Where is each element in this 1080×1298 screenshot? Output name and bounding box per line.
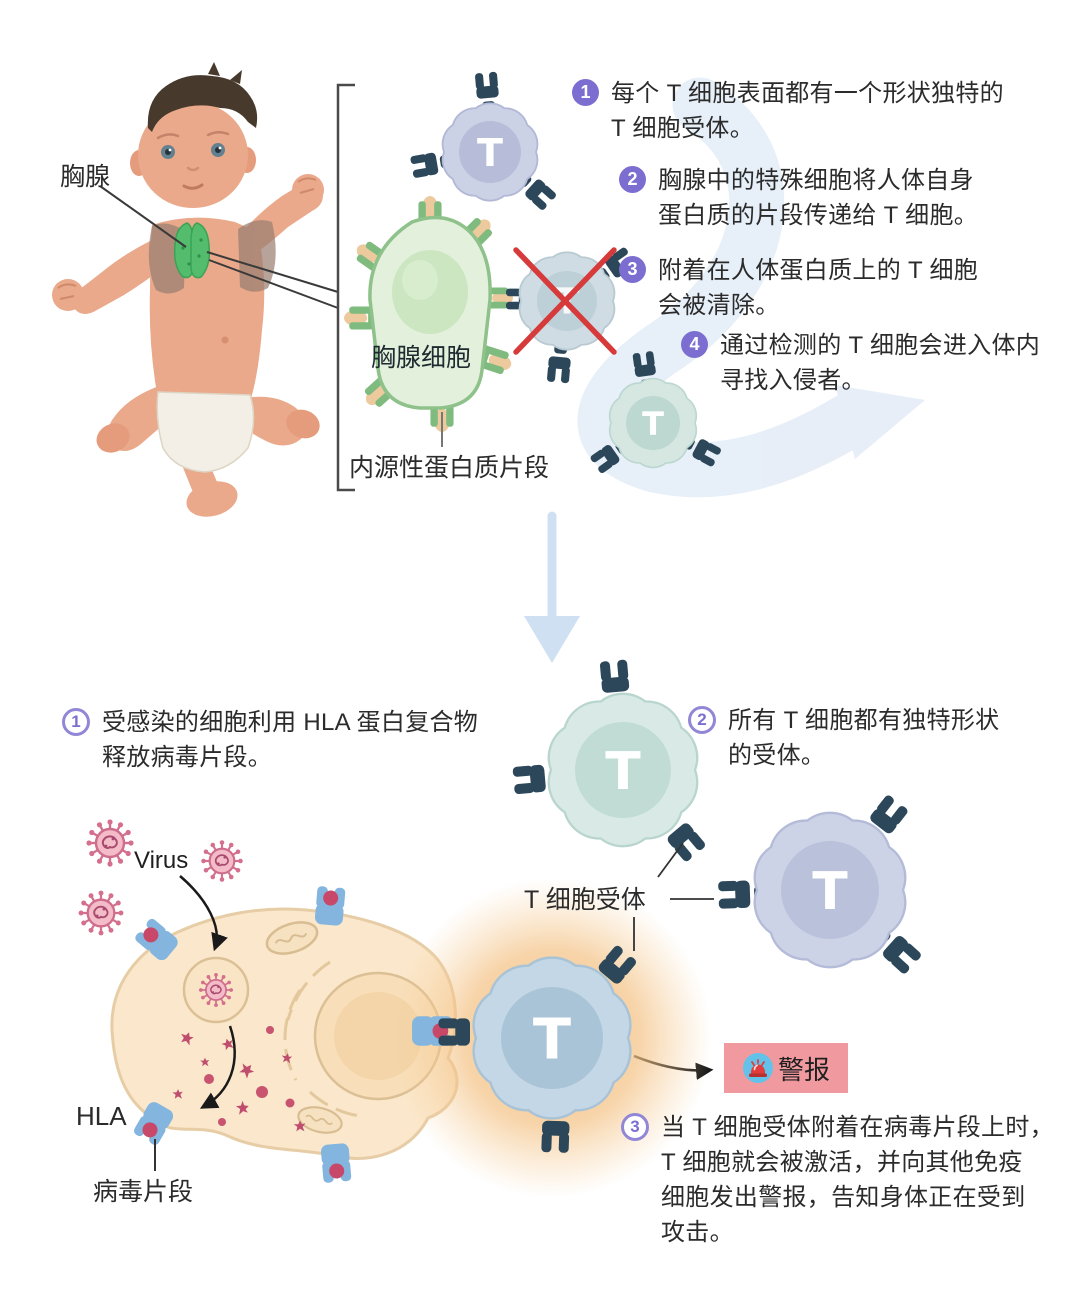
step-bottom-2: 2 所有 T 细胞都有独特形状 的受体。 bbox=[688, 703, 1068, 773]
step-number-badge: 2 bbox=[619, 166, 646, 193]
endogenous-fragment-label: 内源性蛋白质片段 bbox=[349, 454, 550, 482]
step-number-badge: 3 bbox=[621, 1113, 649, 1141]
virus-fragment-label: 病毒片段 bbox=[93, 1178, 194, 1206]
step-number-badge: 1 bbox=[62, 708, 90, 736]
svg-text:T: T bbox=[477, 131, 503, 175]
t-cell-passed: T bbox=[589, 350, 723, 475]
alarm-badge: 警报 bbox=[724, 1043, 848, 1093]
step-number-badge: 3 bbox=[619, 256, 646, 283]
step-number-badge: 4 bbox=[681, 331, 708, 358]
step-top-1: 1 每个 T 细胞表面都有一个形状独特的 T 细胞受体。 bbox=[572, 76, 1052, 146]
step-top-4: 4 通过检测的 T 细胞会进入体内 寻找入侵者。 bbox=[681, 328, 1071, 398]
selection-flow-arrow bbox=[577, 77, 925, 498]
step-text: 受感染的细胞利用 HLA 蛋白复合物 释放病毒片段。 bbox=[102, 709, 479, 771]
step-text: 所有 T 细胞都有独特形状 的受体。 bbox=[728, 707, 1000, 769]
alarm-label: 警报 bbox=[777, 1054, 830, 1085]
step-number-badge: 1 bbox=[572, 79, 599, 106]
t-cell-receptor-label: T 细胞受体 bbox=[524, 886, 646, 914]
t-cell-naive: T bbox=[409, 71, 558, 212]
thymus-cell bbox=[344, 196, 515, 432]
mitochondrion bbox=[297, 1106, 343, 1134]
step-bottom-1: 1 受感染的细胞利用 HLA 蛋白复合物 释放病毒片段。 bbox=[62, 705, 542, 775]
baby-illustration bbox=[52, 62, 324, 517]
endoplasmic-reticulum bbox=[283, 960, 361, 1118]
step-bottom-3: 3 当 T 细胞受体附着在病毒片段上时， T 细胞就会被激活，并向其他免疫 细胞… bbox=[621, 1110, 1071, 1250]
step-text: 每个 T 细胞表面都有一个形状独特的 T 细胞受体。 bbox=[611, 80, 1004, 142]
virus-vesicle bbox=[182, 956, 250, 1024]
t-cell-activated: T bbox=[412, 944, 638, 1153]
receptor-label-lines bbox=[633, 842, 714, 951]
svg-text:T: T bbox=[605, 742, 641, 802]
mitochondrion bbox=[265, 921, 319, 955]
baby-face bbox=[156, 131, 230, 190]
svg-text:T: T bbox=[812, 862, 848, 922]
viral-fragments bbox=[172, 1026, 306, 1132]
thymus bbox=[173, 222, 211, 279]
thymus-cell-label: 胸腺细胞 bbox=[371, 344, 472, 372]
virus-label: Virus bbox=[134, 847, 189, 874]
section-transition-arrow bbox=[524, 511, 580, 663]
step-text: 当 T 细胞受体附着在病毒片段上时， T 细胞就会被激活，并向其他免疫 细胞发出… bbox=[661, 1114, 1054, 1246]
hla-label: HLA bbox=[76, 1101, 127, 1131]
t-cell-rejected: T bbox=[506, 246, 638, 384]
svg-text:T: T bbox=[533, 1008, 571, 1073]
rejection-cross-icon bbox=[513, 247, 617, 355]
thymus-label: 胸腺 bbox=[60, 163, 111, 191]
step-text: 通过检测的 T 细胞会进入体内 寻找入侵者。 bbox=[720, 332, 1041, 394]
siren-icon bbox=[742, 1053, 773, 1083]
thymus-pointer-lines bbox=[99, 185, 339, 309]
svg-text:T: T bbox=[642, 405, 664, 443]
t-cell-unique-receptor-b: T bbox=[718, 793, 923, 976]
step-top-2: 2 胸腺中的特殊细胞将人体自身 蛋白质的片段传递给 T 细胞。 bbox=[619, 163, 1059, 233]
section-bracket bbox=[336, 83, 355, 492]
t-cell-unique-receptor-a: T bbox=[512, 659, 707, 863]
step-text: 胸腺中的特殊细胞将人体自身 蛋白质的片段传递给 T 细胞。 bbox=[658, 167, 979, 229]
step-number-badge: 2 bbox=[688, 706, 716, 734]
step-text: 附着在人体蛋白质上的 T 细胞 会被清除。 bbox=[658, 257, 979, 319]
step-top-3: 3 附着在人体蛋白质上的 T 细胞 会被清除。 bbox=[619, 253, 1059, 323]
